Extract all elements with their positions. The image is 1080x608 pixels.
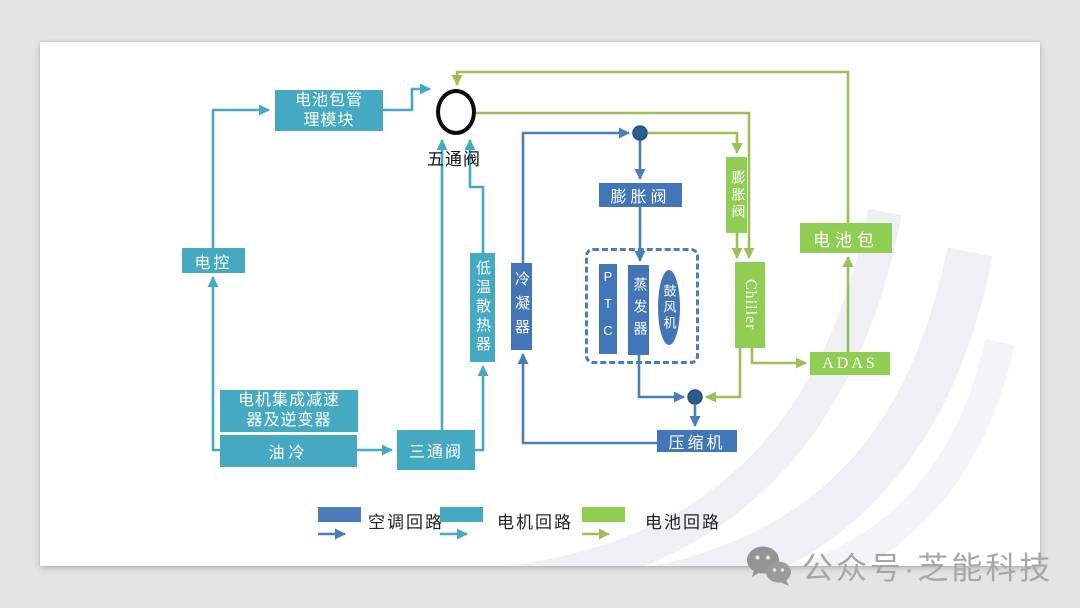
node-label: 低温散热器 bbox=[474, 260, 490, 355]
node-label: 膨胀阀 bbox=[729, 169, 745, 221]
node-motor-reducer-inverter: 电机集成减速 器及逆变器 bbox=[220, 390, 358, 432]
five-way-valve-label: 五通阀 bbox=[427, 150, 481, 169]
node-evaporator: 蒸发器 bbox=[628, 265, 649, 355]
node-label-line: 电机集成减速 bbox=[237, 392, 340, 409]
node-chiller: Chiller bbox=[735, 262, 765, 348]
junction-dot-bottom bbox=[687, 389, 703, 405]
legend-label-battery-loop: 电池回路 bbox=[645, 513, 721, 532]
legend-label-ac-loop: 空调回路 bbox=[368, 513, 444, 532]
node-label: 电控 bbox=[194, 254, 233, 272]
node-label-line: 电池包管 bbox=[294, 91, 363, 109]
node-compressor: 压缩机 bbox=[657, 430, 737, 452]
node-motor-controller: 电控 bbox=[182, 248, 245, 273]
node-label: Chiller bbox=[742, 279, 759, 331]
node-label: 三通阀 bbox=[408, 444, 463, 461]
node-label: 鼓风机 bbox=[661, 283, 677, 332]
hvac-dashed-group bbox=[585, 248, 699, 364]
watermark: 公众号·芝能科技 bbox=[746, 543, 1053, 588]
node-blower: 鼓风机 bbox=[658, 270, 680, 345]
node-label: PTC bbox=[600, 268, 616, 350]
node-label-line: 器及逆变器 bbox=[246, 412, 332, 429]
node-label: 蒸发器 bbox=[631, 277, 647, 343]
node-label: ADAS bbox=[822, 354, 878, 372]
five-way-valve bbox=[436, 89, 476, 135]
node-label: 冷凝器 bbox=[513, 270, 529, 343]
node-label: 压缩机 bbox=[668, 435, 726, 452]
node-adas: ADAS bbox=[810, 352, 890, 375]
diagram-wires bbox=[207, 70, 854, 540]
node-expansion-valve-battery: 膨胀阀 bbox=[726, 157, 747, 233]
node-low-temp-radiator: 低温散热器 bbox=[470, 253, 495, 362]
wechat-icon bbox=[747, 546, 791, 586]
junction-dot-top bbox=[632, 125, 648, 141]
node-expansion-valve-ac: 膨胀阀 bbox=[599, 183, 682, 207]
node-battery-pack: 电池包 bbox=[800, 223, 892, 253]
node-label: 膨胀阀 bbox=[610, 189, 671, 206]
diagram-card: 电池包管 理模块 电控 电机集成减速 器及逆变器 油冷 三通阀 低温散热器 冷凝… bbox=[40, 42, 1040, 566]
node-label: 油冷 bbox=[268, 445, 309, 462]
node-condenser: 冷凝器 bbox=[511, 263, 532, 350]
node-three-way-valve: 三通阀 bbox=[397, 430, 475, 470]
legend-swatch-battery-loop bbox=[582, 507, 625, 522]
watermark-text: 公众号·芝能科技 bbox=[802, 551, 1054, 586]
legend-swatch-motor-loop bbox=[440, 507, 483, 522]
node-ptc: PTC bbox=[599, 264, 617, 354]
node-battery-management-module: 电池包管 理模块 bbox=[275, 90, 383, 131]
node-label: 电池包 bbox=[813, 230, 879, 250]
background-swirl bbox=[506, 208, 1015, 566]
legend-label-motor-loop: 电机回路 bbox=[497, 513, 573, 532]
node-oil-cooling: 油冷 bbox=[220, 435, 357, 467]
legend-swatch-ac-loop bbox=[318, 507, 361, 522]
node-label-line: 理模块 bbox=[303, 111, 355, 129]
